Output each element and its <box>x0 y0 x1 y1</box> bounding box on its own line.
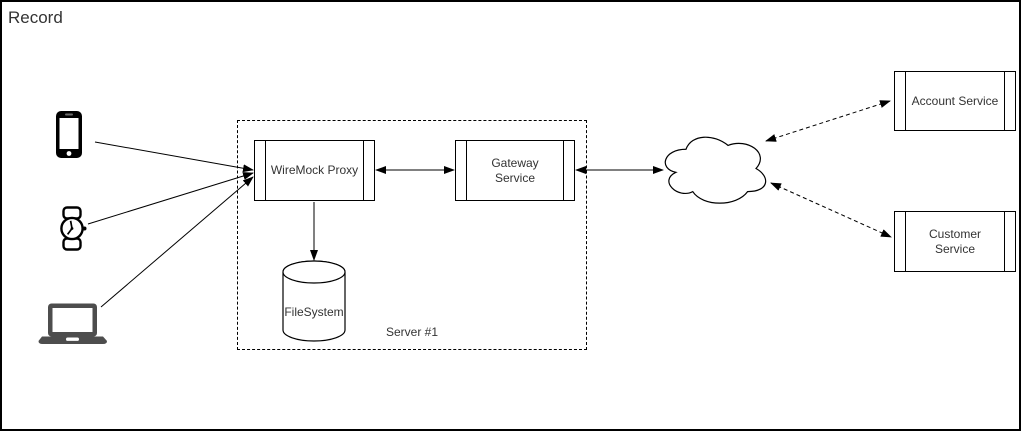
node-wiremock-proxy-label: WireMock Proxy <box>270 163 359 177</box>
cloud-shape[interactable] <box>656 128 772 209</box>
edge-cloud-account[interactable] <box>765 100 891 142</box>
node-account-service-label: Account Service <box>911 93 999 108</box>
node-customer-service-label: Customer Service <box>928 226 981 256</box>
node-gateway-service-label: Gateway Service <box>491 155 539 185</box>
node-filesystem-cylinder[interactable] <box>281 259 347 344</box>
node-filesystem-label: FileSystem <box>284 305 344 319</box>
edge-smartwatch-to-wiremock[interactable] <box>87 172 254 225</box>
group-server-1[interactable]: Server #1 <box>237 120 587 350</box>
group-server-1-label: Server #1 <box>385 325 439 339</box>
node-gateway-service[interactable]: Gateway Service <box>455 140 575 201</box>
smartphone-icon[interactable] <box>55 110 83 159</box>
page-title: Record <box>8 8 63 27</box>
laptop-icon[interactable] <box>38 303 108 346</box>
node-customer-service[interactable]: Customer Service <box>894 211 1016 272</box>
smartwatch-icon[interactable] <box>55 206 91 251</box>
node-account-service[interactable]: Account Service <box>894 71 1016 131</box>
node-wiremock-proxy[interactable]: WireMock Proxy <box>254 140 375 201</box>
edge-smartphone-to-wiremock[interactable] <box>94 141 254 173</box>
edge-laptop-to-wiremock[interactable] <box>100 176 254 308</box>
edge-cloud-customer[interactable] <box>770 182 892 238</box>
